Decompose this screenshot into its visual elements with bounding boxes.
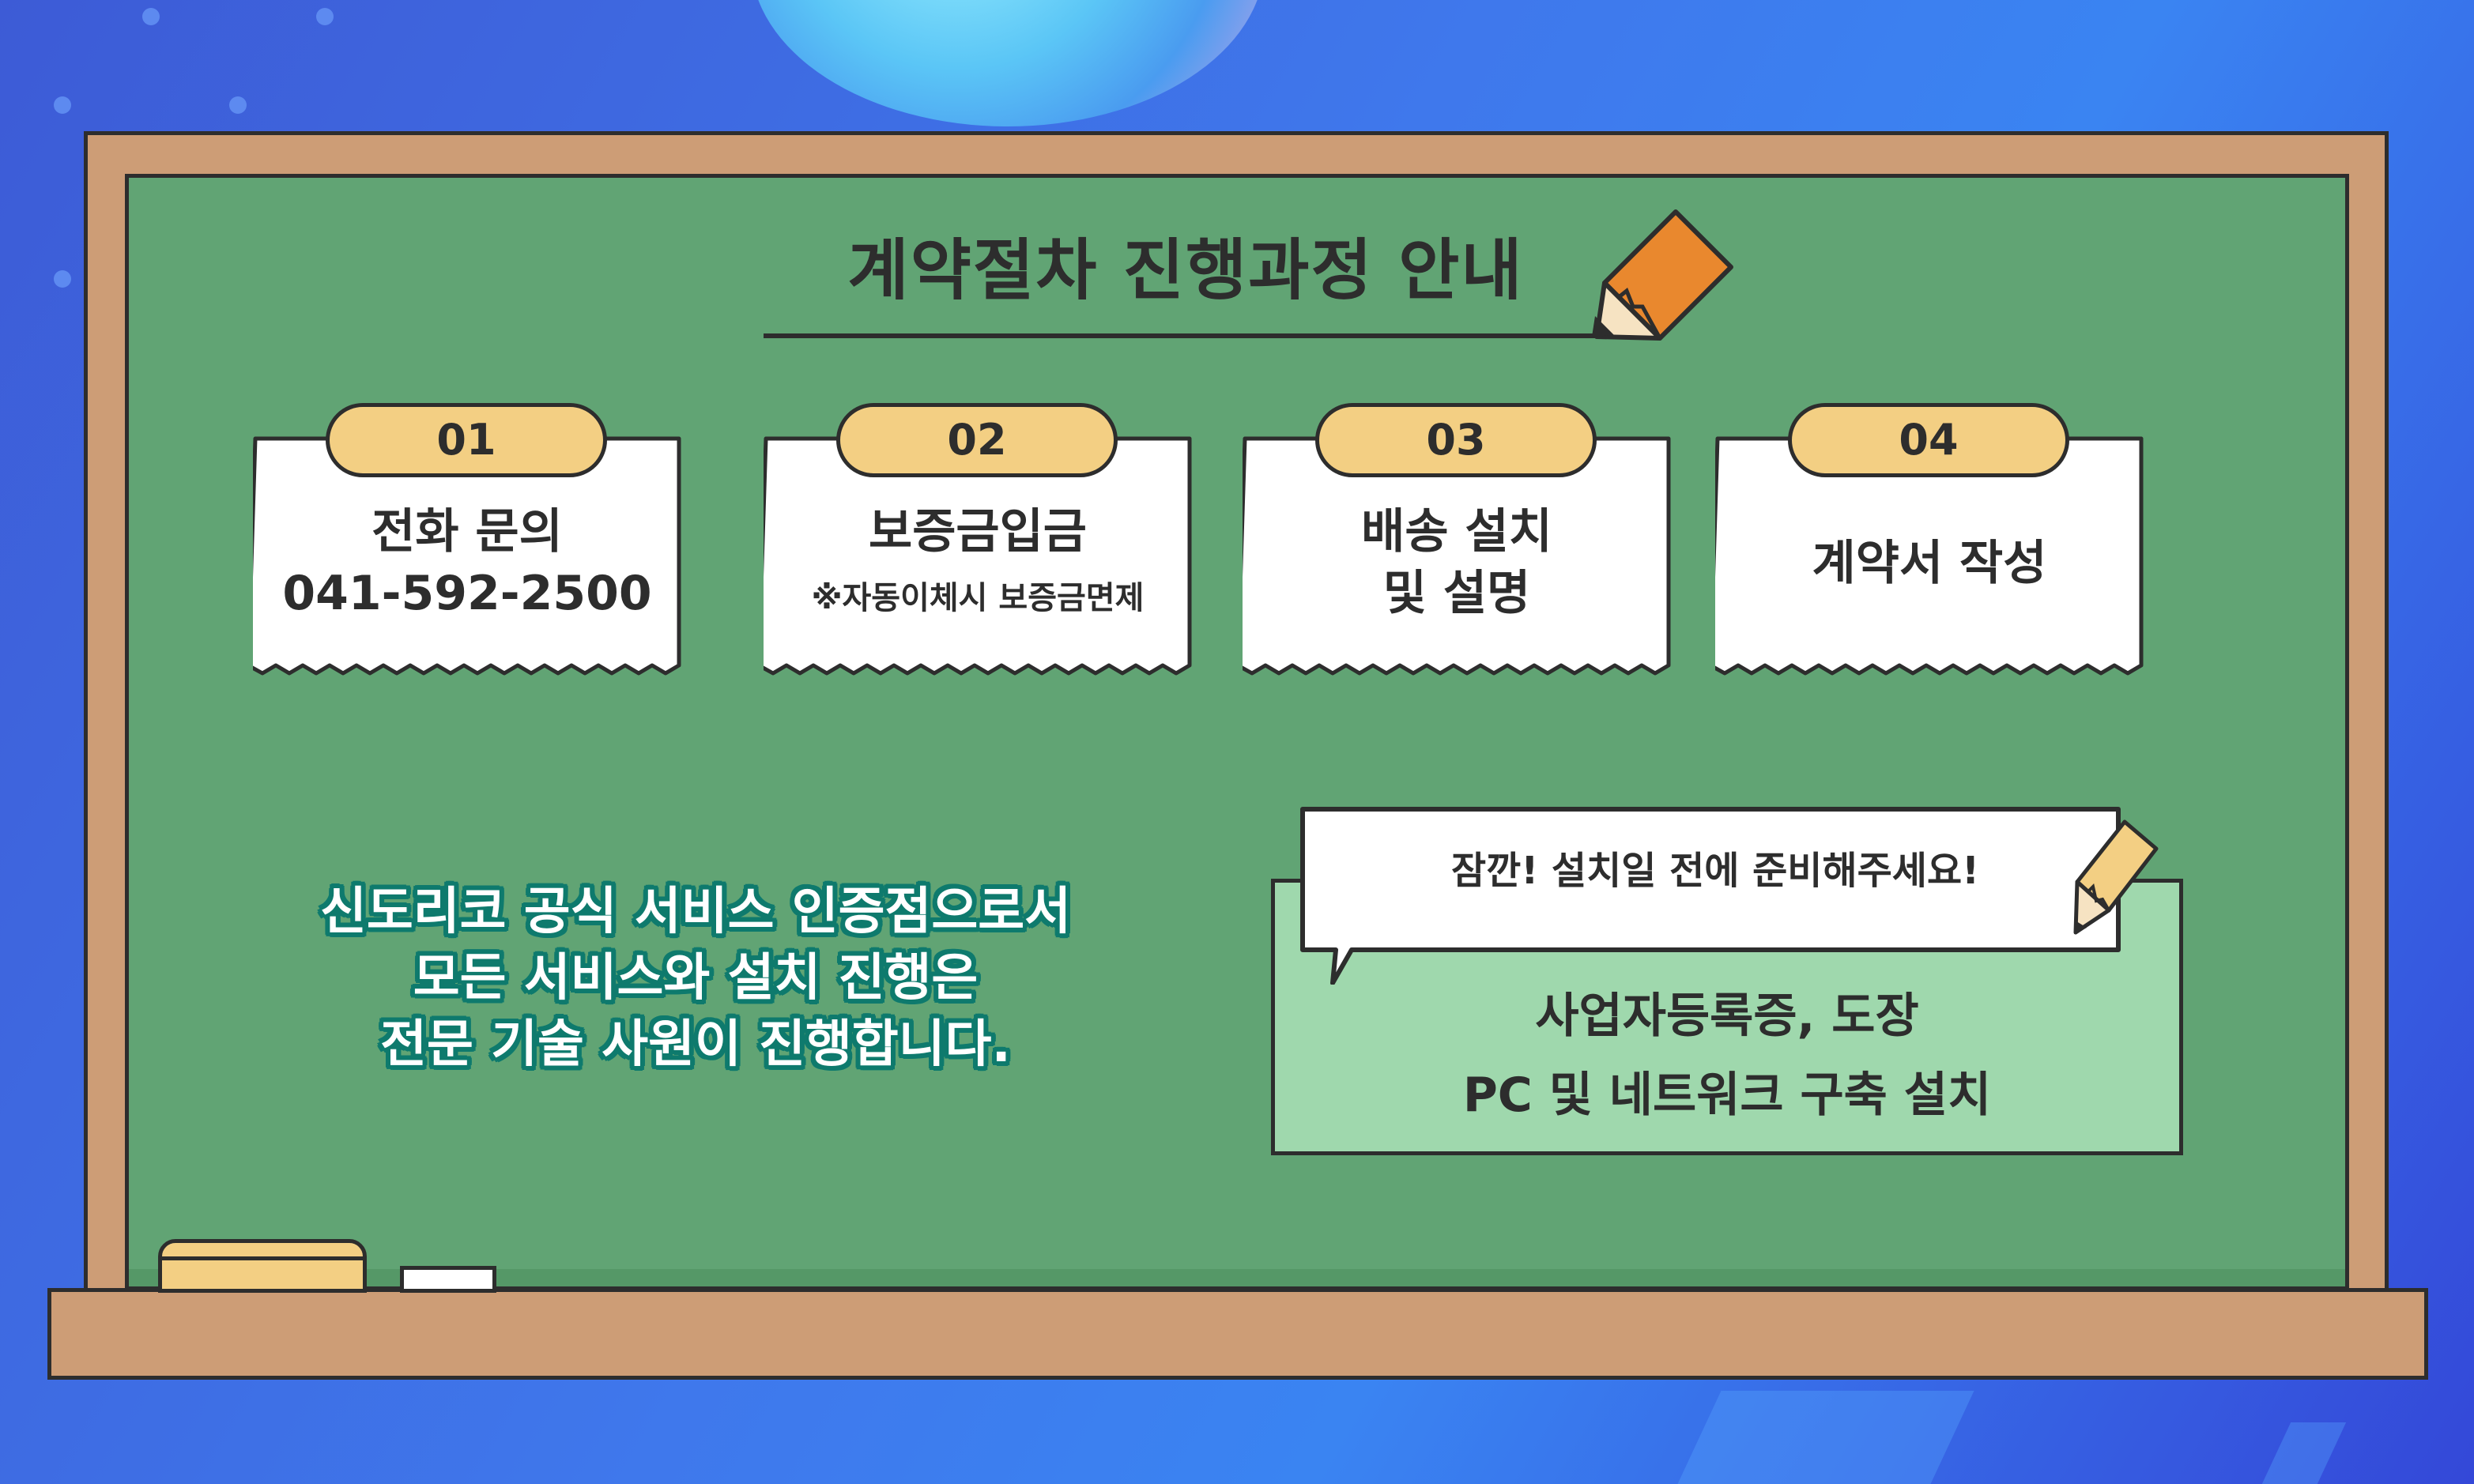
step-title: 계약서 작성 [1812,536,2047,591]
notice-item: PC 및 네트워크 구축 설치 [1462,1068,1992,1123]
step-phone: 041-592-2500 [282,566,652,621]
service-info-line: 모든 서비스와 설치 진행은 [413,949,979,1008]
service-info-line: 전문 기술 사원이 진행합니다. [380,1015,1011,1074]
title-underline [764,333,1601,338]
decorative-streak [1677,1391,1974,1484]
service-info: 신도리코 공식 서비스 인증점으로서 모든 서비스와 설치 진행은 전문 기술 … [206,879,1186,1078]
torn-paper [253,436,681,676]
step-number-badge: 02 [836,403,1118,477]
decorative-dot [142,8,160,25]
torn-paper [1715,436,2144,676]
step-card: 03 배송 설치 및 설명 [1243,403,1671,681]
chalk-ledge [47,1288,2428,1380]
notice-items: 사업자등록증, 도장 PC 및 네트워크 구축 설치 [1271,977,2183,1135]
step-title: 배송 설치 [1361,504,1552,559]
pencil-icon [1592,209,1733,341]
step-title-line2: 및 설명 [1382,566,1531,621]
page-title: 계약절차 진행과정 안내 [847,232,1524,309]
step-card: 01 전화 문의 041-592-2500 [253,403,681,681]
notice-item: 사업자등록증, 도장 [1535,989,1919,1044]
decorative-dot [316,8,334,25]
pencil-icon [2073,819,2159,935]
notice-bubble-text: 잠깐! 설치일 전에 준비해주세요! [1451,849,1979,893]
speech-bubble [1300,807,2121,985]
decorative-dot [54,270,71,288]
step-title: 보증금입금 [869,504,1087,559]
torn-paper [764,436,1192,676]
chalkboard-bottom-shade [129,1269,2345,1286]
step-number-badge: 01 [326,403,607,477]
step-number-badge: 03 [1315,403,1597,477]
service-info-line: 신도리코 공식 서비스 인증점으로서 [319,883,1072,941]
step-number-badge: 04 [1788,403,2069,477]
decorative-streak [2261,1422,2347,1484]
torn-paper [1243,436,1671,676]
step-note: ※자동이체시 보증금면제 [811,580,1145,616]
decorative-bubble [751,0,1265,126]
step-card: 02 보증금입금 ※자동이체시 보증금면제 [764,403,1192,681]
step-card: 04 계약서 작성 [1715,403,2144,681]
chalk-icon [400,1266,496,1293]
eraser-base [158,1256,367,1293]
step-title: 전화 문의 [371,504,563,559]
decorative-dot [229,96,247,114]
decorative-dot [54,96,71,114]
